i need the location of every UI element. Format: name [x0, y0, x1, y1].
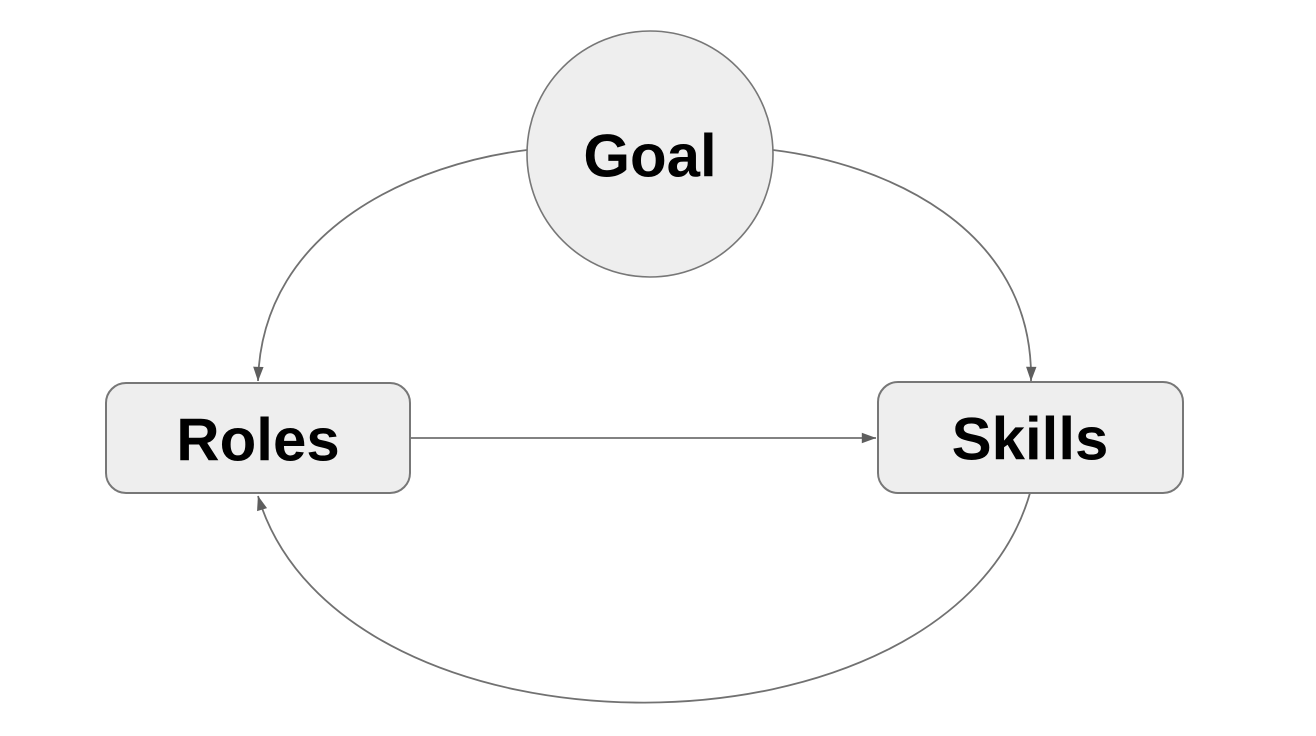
roles-node [105, 382, 411, 494]
goal-node-label: Goal [583, 123, 716, 190]
edge-skills-to-roles [257, 492, 1031, 704]
skills-node [877, 381, 1184, 494]
edge-goal-to-skills [772, 149, 1037, 382]
roles-node-label: Roles [176, 407, 339, 474]
goal-node [526, 30, 774, 278]
edge-goal-to-roles [253, 149, 528, 382]
skills-node-label: Skills [952, 406, 1109, 473]
